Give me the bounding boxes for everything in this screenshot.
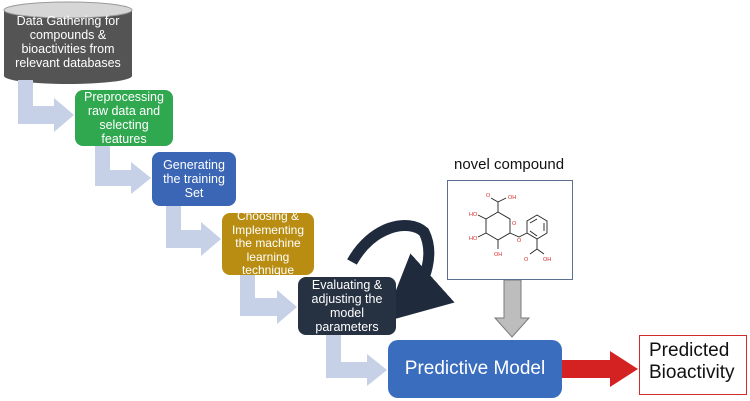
novel-compound-label: novel compound — [454, 156, 565, 173]
step-4-line-1: Choosing & — [236, 209, 300, 224]
predictive-model-box: Predictive Model — [388, 340, 562, 398]
loop-arrow — [347, 220, 455, 323]
glucuronide-structure-icon: OH O HO HO OH O O O OH — [469, 193, 551, 263]
structure-label-ho-1: HO — [469, 212, 478, 218]
step-data-gathering: Data Gathering for compounds & bioactivi… — [4, 14, 132, 70]
connector-arrow-2 — [95, 146, 151, 194]
step-2-line-2: raw data and — [87, 104, 161, 118]
step-1-line-3: bioactivities from — [21, 42, 115, 56]
step-5-line-4: parameters — [315, 320, 379, 334]
structure-label-o-ring: O — [512, 221, 517, 227]
step-4-line-4: learning — [246, 249, 290, 264]
step-1-line-2: compounds & — [29, 28, 107, 42]
structure-label-oh-2: OH — [494, 252, 502, 258]
predictive-model-label: Predictive Model — [404, 358, 546, 380]
step-5-line-3: model — [329, 306, 365, 320]
step-3-line-2: the training — [163, 172, 225, 186]
step-evaluating: Evaluating & adjusting the model paramet… — [298, 277, 396, 335]
step-training-set: Generating the training Set — [152, 152, 236, 206]
output-line-1: Predicted — [649, 340, 730, 361]
step-4-line-5: technique — [241, 263, 295, 278]
output-line-2: Bioactivity — [649, 362, 735, 384]
step-4-line-3: the machine — [235, 236, 301, 251]
structure-label-o-1: O — [486, 193, 491, 199]
connector-arrow-3 — [166, 206, 221, 256]
compound-structure-box: OH O HO HO OH O O O OH — [447, 180, 573, 280]
step-preprocessing: Preprocessing raw data and selecting fea… — [75, 90, 173, 146]
database-cylinder-icon — [3, 1, 133, 84]
step-ml-technique: Choosing & Implementing the machine lear… — [222, 209, 314, 278]
step-3-line-3: Set — [184, 186, 204, 200]
connector-arrow-1 — [18, 80, 74, 132]
connector-arrow-5 — [326, 335, 387, 386]
down-arrow — [493, 279, 531, 338]
step-2-line-3: selecting — [99, 118, 149, 132]
connector-arrow-4 — [240, 275, 297, 324]
step-2-line-4: features — [101, 132, 147, 146]
step-5-line-2: adjusting the — [311, 292, 383, 306]
structure-label-o-2: O — [524, 257, 529, 263]
step-4-line-2: Implementing — [231, 222, 305, 237]
structure-label-o-link: O — [517, 238, 522, 244]
step-2-line-1: Preprocessing — [84, 90, 164, 104]
structure-label-oh-1: OH — [508, 195, 516, 201]
predicted-bioactivity-box: Predicted Bioactivity — [639, 335, 747, 395]
step-5-line-1: Evaluating & — [311, 278, 383, 292]
structure-label-ho-2: HO — [469, 236, 478, 242]
structure-label-oh-3: OH — [543, 257, 551, 263]
output-arrow — [562, 351, 638, 387]
step-1-line-4: relevant databases — [15, 56, 121, 70]
step-1-line-1: Data Gathering for — [16, 14, 120, 28]
step-3-line-1: Generating — [163, 158, 225, 172]
